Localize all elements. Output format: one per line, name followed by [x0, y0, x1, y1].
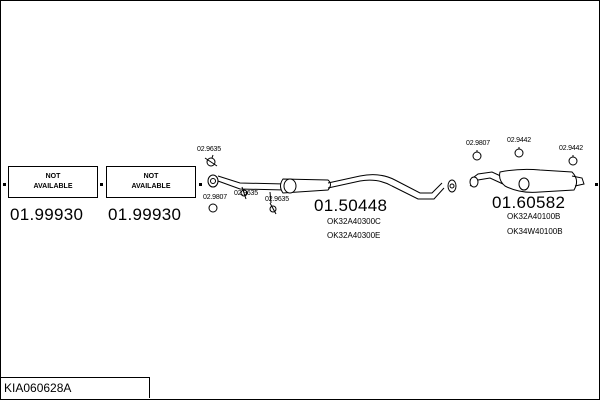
- small-part-label[interactable]: 02.9807: [203, 194, 227, 201]
- not-available-box-1[interactable]: NOT AVAILABLE: [8, 166, 98, 198]
- connector-dot: [100, 183, 103, 186]
- box-label: NOT: [45, 173, 61, 180]
- part-number-1[interactable]: 01.99930: [10, 205, 84, 224]
- connector-dot: [595, 183, 598, 186]
- small-part-label[interactable]: 02.9635: [197, 146, 221, 153]
- oem-ref: OK32A40300C: [327, 217, 381, 226]
- small-part-label[interactable]: 02.9442: [559, 145, 583, 152]
- diagram-code: KIA060628A: [0, 377, 150, 398]
- oem-ref: OK34W40100B: [507, 227, 563, 236]
- oem-ref: OK32A40100B: [507, 212, 561, 221]
- oem-ref: OK32A40300E: [327, 231, 381, 240]
- connector-dot: [199, 183, 202, 186]
- box-label: NOT: [143, 173, 159, 180]
- part-number-3[interactable]: 01.50448: [314, 196, 388, 215]
- not-available-box-2[interactable]: NOT AVAILABLE: [106, 166, 196, 198]
- small-part-label[interactable]: 02.9635: [265, 196, 289, 203]
- connector-dot: [3, 183, 6, 186]
- small-part-label[interactable]: 02.9807: [466, 140, 490, 147]
- part-number-2[interactable]: 01.99930: [108, 205, 182, 224]
- box-label: AVAILABLE: [131, 183, 171, 190]
- small-part-label[interactable]: 02.9442: [507, 137, 531, 144]
- box-label: AVAILABLE: [33, 183, 73, 190]
- part-number-4[interactable]: 01.60582: [492, 193, 566, 212]
- small-part-label[interactable]: 02.9635: [234, 190, 258, 197]
